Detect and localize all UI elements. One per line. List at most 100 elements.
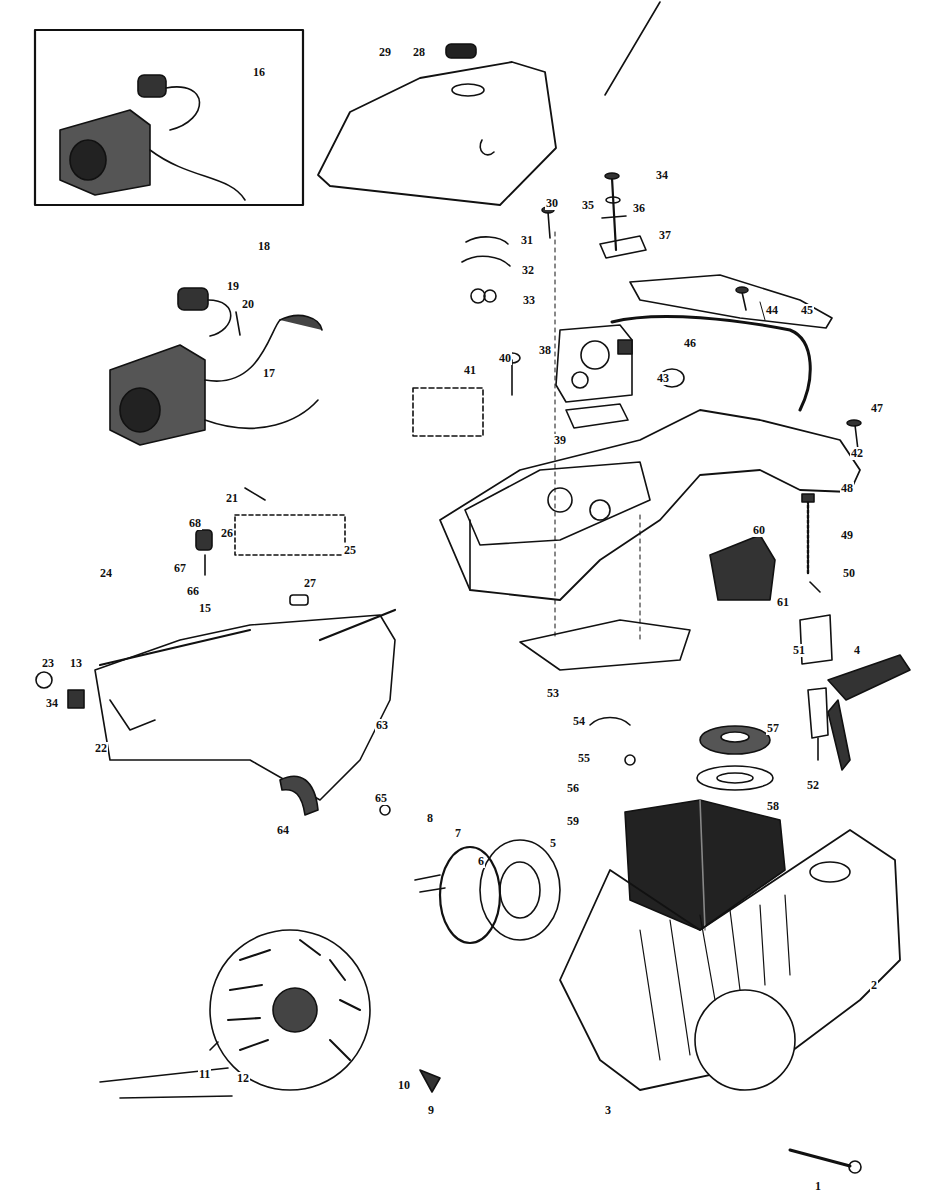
callout-number: 8 bbox=[426, 812, 434, 825]
callout-number: 34 bbox=[45, 697, 59, 710]
callout-number: 50 bbox=[842, 567, 856, 580]
callout-holder: 8 bbox=[426, 808, 434, 826]
callout-number: 52 bbox=[806, 779, 820, 792]
callout-holder: 48 bbox=[840, 478, 854, 496]
callout-number: 42 bbox=[850, 447, 864, 460]
callout-holder: 41 bbox=[463, 360, 477, 378]
callout-holder: 1 bbox=[814, 1176, 822, 1194]
callout-holder: 25 bbox=[343, 540, 357, 558]
callout-number: 15 bbox=[198, 602, 212, 615]
callout-number: 26 bbox=[220, 527, 234, 540]
callout-holder: 55 bbox=[577, 748, 591, 766]
callout-number: 1 bbox=[814, 1180, 822, 1193]
callout-holder: 67 bbox=[173, 558, 187, 576]
callout-holder: 33 bbox=[522, 290, 536, 308]
callout-holder: 37 bbox=[658, 225, 672, 243]
callout-holder: 26 bbox=[220, 523, 234, 541]
callout-number: 32 bbox=[521, 264, 535, 277]
callout-number: 44 bbox=[765, 304, 779, 317]
callout-holder: 16 bbox=[252, 62, 266, 80]
callout-holder: 34 bbox=[655, 165, 669, 183]
callout-number: 17 bbox=[262, 367, 276, 380]
callout-number: 24 bbox=[99, 567, 113, 580]
callout-holder: 49 bbox=[840, 525, 854, 543]
callout-holder: 32 bbox=[521, 260, 535, 278]
callout-number: 66 bbox=[186, 585, 200, 598]
callout-number: 34 bbox=[655, 169, 669, 182]
callout-number: 49 bbox=[840, 529, 854, 542]
callout-number: 4 bbox=[853, 644, 861, 657]
callout-number: 65 bbox=[374, 792, 388, 805]
callout-number: 13 bbox=[69, 657, 83, 670]
callout-number: 39 bbox=[553, 434, 567, 447]
callout-holder: 5 bbox=[549, 833, 557, 851]
callout-holder: 39 bbox=[553, 430, 567, 448]
callout-number: 56 bbox=[566, 782, 580, 795]
callout-holder: 59 bbox=[566, 811, 580, 829]
callout-holder: 23 bbox=[41, 653, 55, 671]
callout-number: 7 bbox=[454, 827, 462, 840]
callout-holder: 2 bbox=[870, 975, 878, 993]
callout-number: 61 bbox=[776, 596, 790, 609]
callout-holder: 65 bbox=[374, 788, 388, 806]
callout-holder: 57 bbox=[766, 718, 780, 736]
callout-holder: 44 bbox=[765, 300, 779, 318]
callout-holder: 21 bbox=[225, 488, 239, 506]
callout-holder: 12 bbox=[236, 1068, 250, 1086]
callout-holder: 38 bbox=[538, 340, 552, 358]
callout-holder: 63 bbox=[375, 715, 389, 733]
callout-holder: 13 bbox=[69, 653, 83, 671]
callout-number: 64 bbox=[276, 824, 290, 837]
callout-holder: 36 bbox=[632, 198, 646, 216]
callout-holder: 52 bbox=[806, 775, 820, 793]
callout-holder: 22 bbox=[94, 738, 108, 756]
callout-holder: 7 bbox=[454, 823, 462, 841]
callout-number: 19 bbox=[226, 280, 240, 293]
callout-number: 68 bbox=[188, 517, 202, 530]
callout-holder: 27 bbox=[303, 573, 317, 591]
callout-number: 5 bbox=[549, 837, 557, 850]
callout-holder: 68 bbox=[188, 513, 202, 531]
callout-number: 9 bbox=[427, 1104, 435, 1117]
callout-holder: 3 bbox=[604, 1100, 612, 1118]
callout-holder: 18 bbox=[257, 236, 271, 254]
callout-number: 60 bbox=[752, 524, 766, 537]
callout-number: 37 bbox=[658, 229, 672, 242]
callout-number: 38 bbox=[538, 344, 552, 357]
callout-number: 6 bbox=[477, 855, 485, 868]
callout-holder: 47 bbox=[870, 398, 884, 416]
callout-number: 51 bbox=[792, 644, 806, 657]
callout-number: 27 bbox=[303, 577, 317, 590]
callout-holder: 11 bbox=[198, 1064, 211, 1082]
callout-holder: 10 bbox=[397, 1075, 411, 1093]
callout-number: 16 bbox=[252, 66, 266, 79]
callout-holder: 34 bbox=[45, 693, 59, 711]
callout-number: 47 bbox=[870, 402, 884, 415]
callout-number: 41 bbox=[463, 364, 477, 377]
callout-number: 54 bbox=[572, 715, 586, 728]
callout-holder: 54 bbox=[572, 711, 586, 729]
callout-number: 40 bbox=[498, 352, 512, 365]
callout-number: 18 bbox=[257, 240, 271, 253]
callout-holder: 6 bbox=[477, 851, 485, 869]
callout-holder: 58 bbox=[766, 796, 780, 814]
callout-holder: 66 bbox=[186, 581, 200, 599]
callout-holder: 60 bbox=[752, 520, 766, 538]
callout-holder: 45 bbox=[800, 300, 814, 318]
callout-number: 20 bbox=[241, 298, 255, 311]
callout-number: 2 bbox=[870, 979, 878, 992]
callout-holder: 17 bbox=[262, 363, 276, 381]
callout-number: 31 bbox=[520, 234, 534, 247]
callout-number: 53 bbox=[546, 687, 560, 700]
callout-number: 22 bbox=[94, 742, 108, 755]
callout-holder: 43 bbox=[656, 368, 670, 386]
callout-holder: 4 bbox=[853, 640, 861, 658]
callout-number: 59 bbox=[566, 815, 580, 828]
callout-holder: 30 bbox=[545, 193, 559, 211]
callout-number: 48 bbox=[840, 482, 854, 495]
callout-holder: 50 bbox=[842, 563, 856, 581]
callout-number: 30 bbox=[545, 197, 559, 210]
